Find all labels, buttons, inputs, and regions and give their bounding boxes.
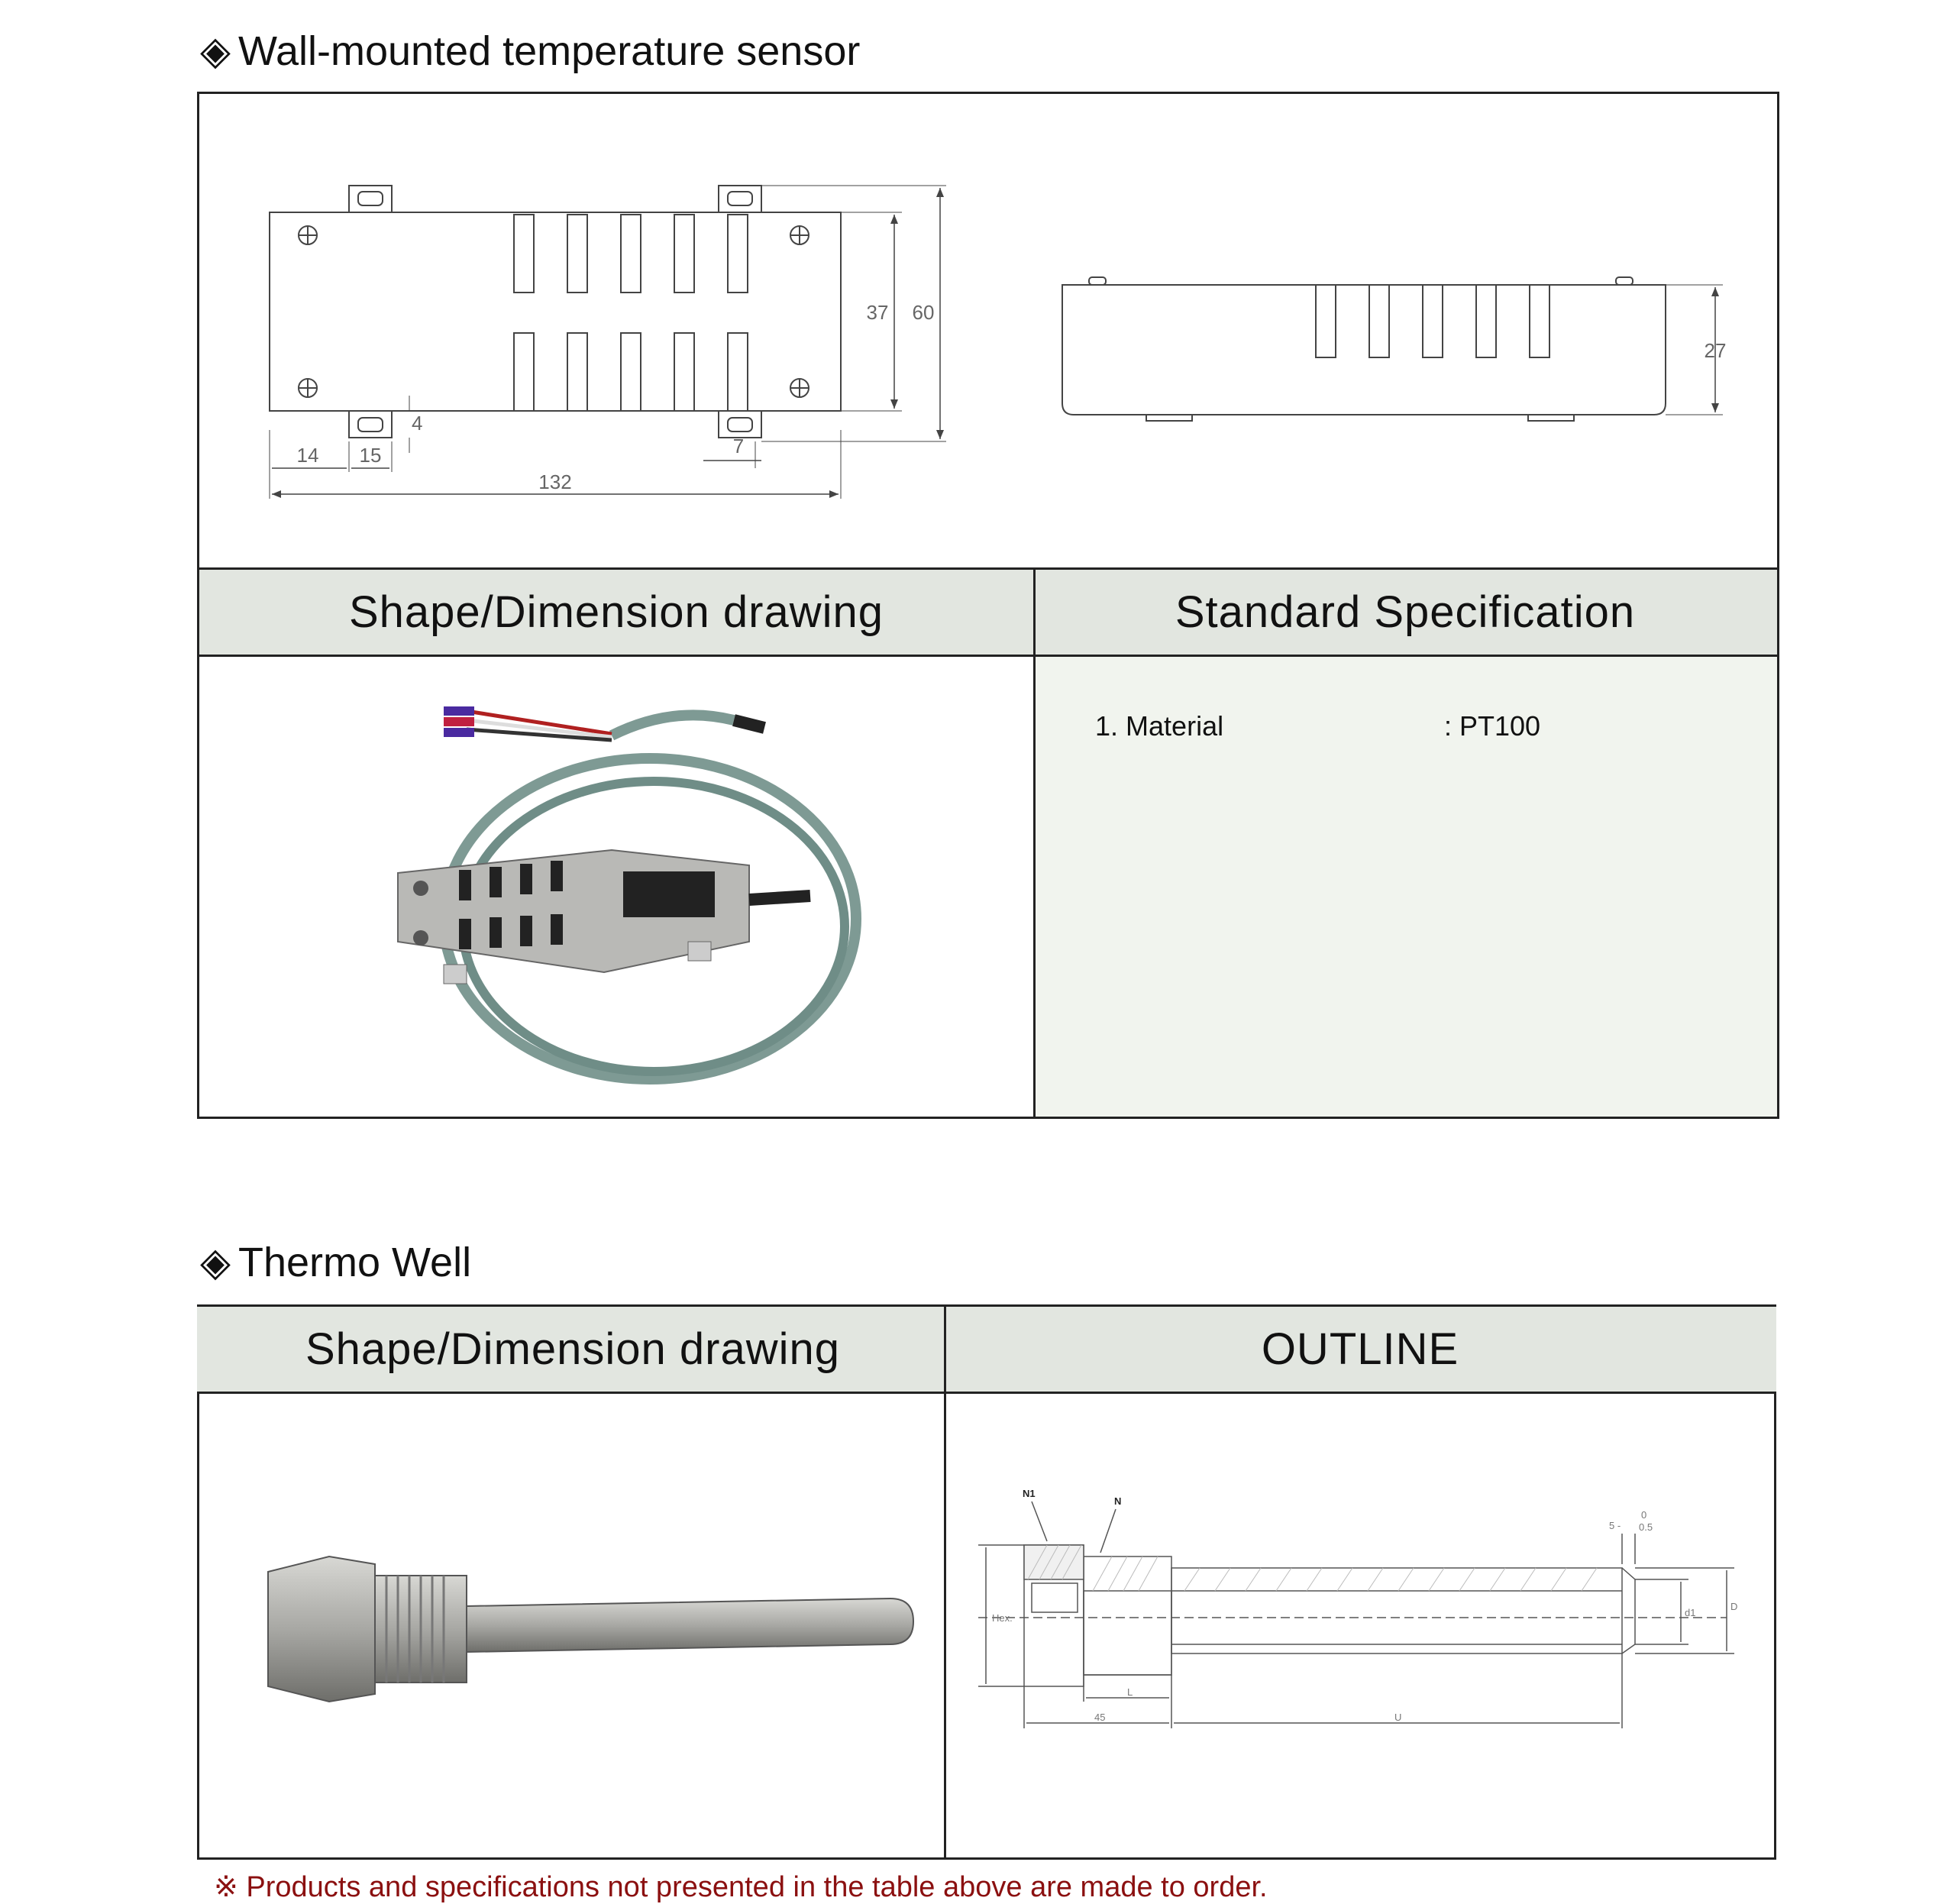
- dim-37: 37: [867, 301, 889, 324]
- header-standard-spec: Standard Specification: [1175, 587, 1636, 637]
- footer-note: ※ Products and specifications not presen…: [214, 1870, 1268, 1904]
- spec-cell: 1. Material : PT100: [1036, 657, 1777, 1117]
- spec-value-material: : PT100: [1444, 710, 1541, 742]
- header-outline: OUTLINE: [1261, 1324, 1459, 1374]
- note-text: Products and specifications not presente…: [246, 1871, 1268, 1903]
- column-divider: [1033, 567, 1036, 1117]
- section-title-text: Wall-mounted temperature sensor: [238, 28, 861, 74]
- dim-27: 27: [1705, 339, 1727, 362]
- label-d1: d1: [1685, 1607, 1695, 1618]
- diamond-bullet-icon: ◈: [200, 29, 231, 73]
- section-title-text: Thermo Well: [238, 1240, 472, 1285]
- label-n: N: [1114, 1495, 1121, 1507]
- label-45: 45: [1094, 1712, 1105, 1723]
- thermo-well-header-row: [197, 1304, 1776, 1394]
- dim-14: 14: [297, 444, 319, 467]
- label-n1: N1: [1023, 1488, 1036, 1499]
- header-shape-dimension: Shape/Dimension drawing: [348, 587, 884, 637]
- header-shape-dimension: Shape/Dimension drawing: [305, 1324, 841, 1374]
- column-divider: [944, 1304, 946, 1857]
- dim-4: 4: [412, 412, 422, 435]
- section-title-wall-sensor: ◈ Wall-mounted temperature sensor: [200, 27, 860, 75]
- wall-sensor-table: 37 60 4 14 15 7 132 27 Shape/Dimension d…: [197, 92, 1779, 1119]
- dim-132: 132: [538, 470, 571, 493]
- thermo-well-outline-drawing: N1 N Hex. L 45 U d1 D 0 5 - 0.5: [978, 1488, 1737, 1728]
- label-tol-bot: 0.5: [1639, 1521, 1653, 1533]
- diamond-bullet-icon: ◈: [200, 1240, 231, 1285]
- spec-num: 1.: [1095, 710, 1119, 742]
- dim-15: 15: [360, 444, 382, 467]
- thermo-well-table: Shape/Dimension drawing OUTLINE: [197, 1304, 1776, 1860]
- label-D: D: [1730, 1601, 1737, 1612]
- spec-label: Material: [1126, 710, 1224, 742]
- thermo-well-photo: [267, 1555, 915, 1703]
- dim-60: 60: [913, 301, 935, 324]
- dim-7: 7: [733, 435, 744, 457]
- spec-row-material: 1. Material: [1095, 710, 1223, 742]
- note-mark-icon: ※: [214, 1871, 238, 1903]
- wall-sensor-header-row: [199, 567, 1777, 657]
- wall-sensor-photo: [397, 706, 861, 1085]
- wall-sensor-dimension-drawing: 37 60 4 14 15 7 132 27: [269, 185, 1727, 499]
- label-l: L: [1127, 1686, 1133, 1698]
- label-u: U: [1394, 1712, 1401, 1723]
- section-title-thermo-well: ◈ Thermo Well: [200, 1239, 471, 1286]
- label-hex: Hex.: [992, 1612, 1013, 1624]
- label-tol-top: 0: [1641, 1509, 1646, 1521]
- label-tol-mid: 5 -: [1609, 1520, 1621, 1531]
